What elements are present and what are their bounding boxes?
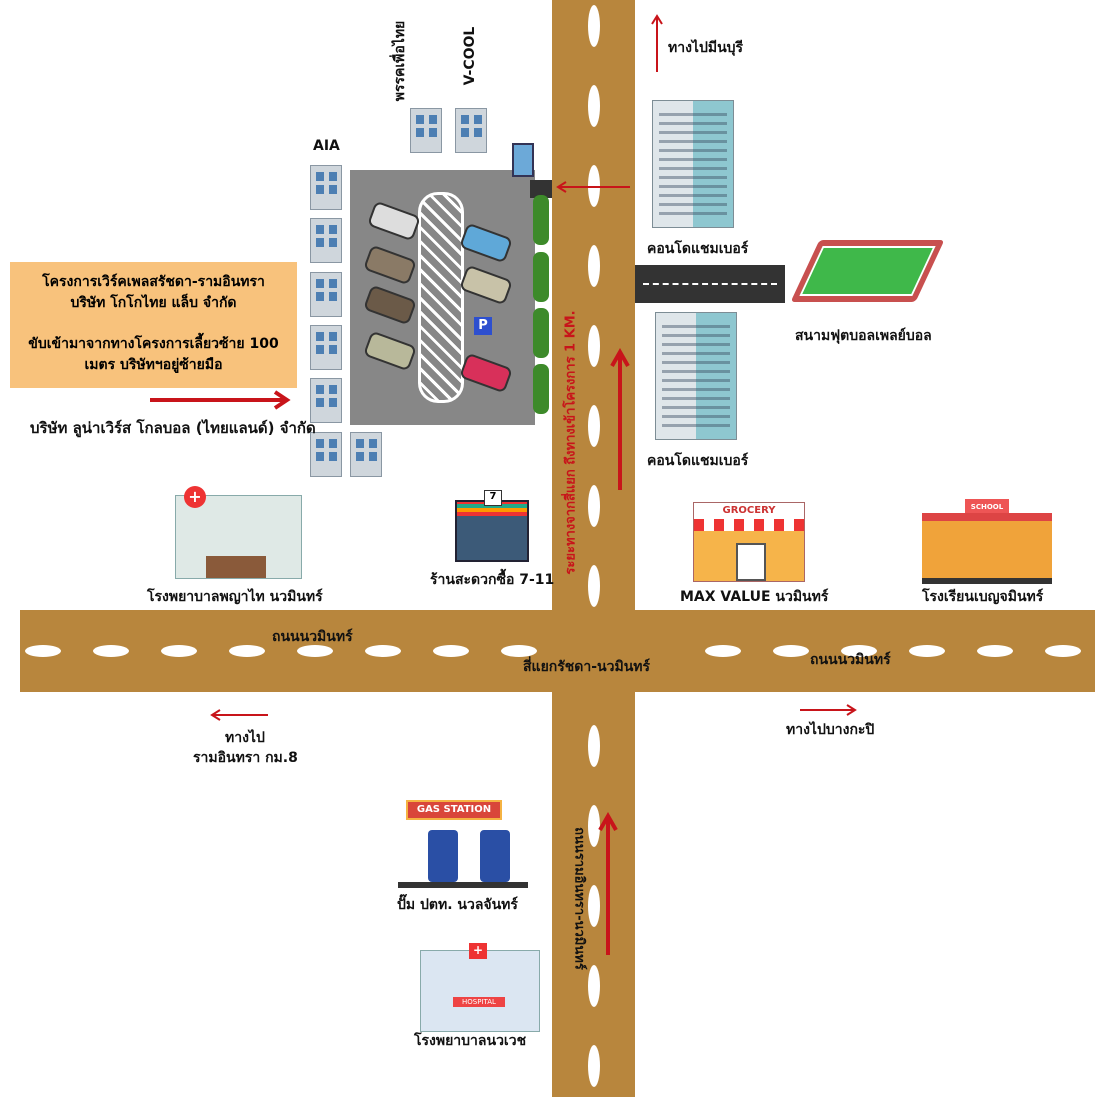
office-building-icon [310, 165, 342, 210]
label-condo-1: คอนโดแชมเบอร์ [647, 241, 749, 257]
label-hospital-phyathai: โรงพยาบาลพญาไท นวมินทร์ [147, 589, 323, 605]
road-dash [588, 325, 600, 367]
condo-building-icon [655, 312, 737, 440]
office-building-icon [310, 325, 342, 370]
label-seven-eleven: ร้านสะดวกซื้อ 7-11 [430, 572, 555, 588]
tree-icon [533, 308, 549, 358]
label-football-field: สนามฟุตบอลเพลย์บอล [795, 328, 932, 344]
road-dash [588, 1045, 600, 1087]
grocery-sign: GROCERY [694, 503, 804, 519]
road-dash [588, 85, 600, 127]
label-aia: AIA [313, 138, 340, 154]
info-line: โครงการเวิร์คเพลสรัชดา-รามอินทรา [42, 274, 265, 290]
condo-building-icon [652, 100, 734, 228]
road-label-nawamin-right: ถนนนวมินทร์ [810, 652, 891, 668]
office-building-icon [310, 272, 342, 317]
road-dash [977, 645, 1013, 657]
road-dash [588, 245, 600, 287]
parking-sign: P [474, 317, 492, 335]
road-dash [588, 805, 600, 847]
gate [530, 180, 552, 198]
road-dash [909, 645, 945, 657]
parking-lot: P [350, 170, 535, 425]
distance-note: ระยะทางจากสี่แยก ถึงทางเข้าโครงการ 1 KM. [563, 310, 579, 575]
road-dash [588, 725, 600, 767]
office-building-icon [350, 432, 382, 477]
road-label-nawamin-left: ถนนนวมินทร์ [272, 629, 353, 645]
seven-eleven-icon: 7 [455, 490, 529, 562]
road-dash [365, 645, 401, 657]
road-dash [588, 405, 600, 447]
road-dash [433, 645, 469, 657]
project-info-box: โครงการเวิร์คเพลสรัชดา-รามอินทรา บริษัท … [10, 262, 297, 388]
label-hospital-nawavej: โรงพยาบาลนวเวช [414, 1033, 527, 1049]
tree-icon [533, 195, 549, 245]
info-line: ขับเข้ามาจากทางโครงการเลี้ยวซ้าย 100 [28, 336, 279, 352]
office-building-icon [410, 108, 442, 153]
label-gas-station: ปั๊ม ปตท. นวลจันทร์ [397, 897, 518, 913]
hospital-nawavej-icon: + HOSPITAL [420, 943, 540, 1032]
intersection-label: สี่แยกรัชดา-นวมินทร์ [523, 659, 651, 675]
road-dash [161, 645, 197, 657]
office-building-icon [310, 432, 342, 477]
hospital-phyathai-icon: + [175, 486, 302, 579]
road-dash [501, 645, 537, 657]
road-dash [588, 485, 600, 527]
company-label: บริษัท ลูน่าเวิร์ส โกลบอล (ไทยแลนด์) จำก… [30, 419, 316, 437]
road-dash [588, 5, 600, 47]
seven-eleven-sign: 7 [484, 490, 502, 506]
gate-booth-icon [512, 143, 534, 177]
road-dash [705, 645, 741, 657]
road-label-ramintra-nawamin: ถนนรามอินทรา-นวมินทร์ [571, 827, 587, 970]
tree-icon [533, 364, 549, 414]
gas-station-sign: GAS STATION [406, 800, 502, 820]
road-dash [588, 965, 600, 1007]
road-dash [588, 565, 600, 607]
side-road [635, 265, 785, 303]
hospital-sign: HOSPITAL [453, 997, 505, 1007]
label-condo-2: คอนโดแชมเบอร์ [647, 453, 749, 469]
tree-icon [533, 252, 549, 302]
road-dash [297, 645, 333, 657]
road-dash [93, 645, 129, 657]
info-line: เมตร บริษัทฯอยู่ซ้ายมือ [84, 357, 223, 373]
direction-ramintra-line1: ทางไป [225, 730, 265, 746]
road-dash [588, 885, 600, 927]
info-line: บริษัท โกโกไทย แล็บ จำกัด [70, 295, 237, 311]
direction-minburi: ทางไปมีนบุรี [668, 40, 744, 56]
direction-ramintra-line2: รามอินทรา กม.8 [193, 750, 298, 766]
gas-station-icon: GAS STATION [398, 800, 533, 888]
road-dash [25, 645, 61, 657]
road-dash [773, 645, 809, 657]
office-building-icon [310, 218, 342, 263]
label-max-value: MAX VALUE นวมินทร์ [680, 589, 829, 605]
office-building-icon [310, 378, 342, 423]
road-dash [841, 645, 877, 657]
school-sign: SCHOOL [965, 499, 1009, 515]
office-building-icon [455, 108, 487, 153]
direction-bangkapi: ทางไปบางกะปิ [786, 722, 875, 738]
road-dash [229, 645, 265, 657]
school-icon: SCHOOL [922, 499, 1052, 584]
road-dash [1045, 645, 1081, 657]
label-school: โรงเรียนเบญจมินทร์ [922, 589, 1044, 605]
max-value-icon: GROCERY [693, 502, 805, 582]
